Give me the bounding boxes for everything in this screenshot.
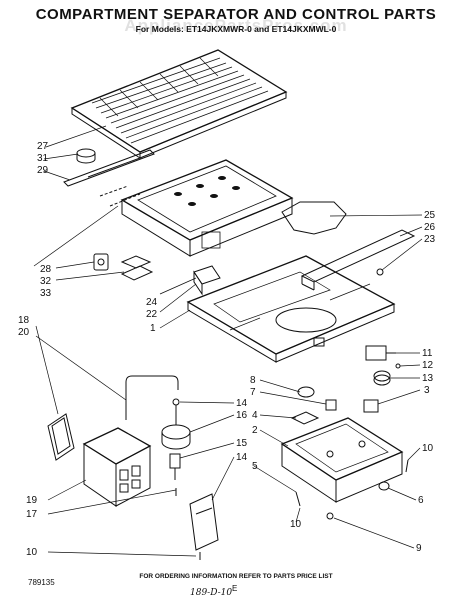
callout-10-bottom: 10 [290,519,302,530]
control-block-part [193,265,221,296]
foam-strip-part [300,229,416,291]
watermark: AppliancePartsPros.com [124,16,348,35]
callout-3: 3 [424,385,430,396]
callout-8: 8 [250,375,256,386]
ordering-info-note: FOR ORDERING INFORMATION REFER TO PARTS … [139,573,333,580]
callout-22: 22 [146,309,158,320]
gasket-part [47,413,75,461]
catalog-number: 789135 [28,578,55,587]
callout-15: 15 [236,438,248,449]
shelf-cover-part [70,49,288,159]
callout-1: 1 [150,323,156,334]
callout-10-left: 10 [26,547,38,558]
switch-part [363,399,379,413]
callout-6: 6 [418,495,424,506]
knob-part [76,148,96,164]
callout-5: 5 [252,461,258,472]
callout-20: 20 [18,327,30,338]
control-panel-housing-part [280,417,404,503]
callout-11: 11 [422,348,433,359]
callout-13: 13 [422,373,434,384]
diagram-subtitle: For Models: ET14JKXMWR-0 and ET14JKXMWL-… [135,24,337,34]
callout-18: 18 [18,315,30,326]
screw-part [376,268,384,276]
callout-9: 9 [416,543,422,554]
lamp-socket-part [290,386,337,425]
separator-plate-part [186,255,396,363]
callout-12: 12 [422,360,434,371]
callout-25: 25 [424,210,436,221]
leader-lines [33,125,423,557]
baffle-part [281,201,347,235]
callout-29: 29 [37,165,49,176]
page-letter: E [232,584,238,593]
callout-19: 19 [26,495,38,506]
callout-27: 27 [37,141,49,152]
callout-28: 28 [40,264,52,275]
separator-tray-part [99,159,294,257]
diagram-title: COMPARTMENT SEPARATOR AND CONTROL PARTS [35,6,437,23]
callout-14-lower: 14 [236,452,248,463]
callout-2: 2 [252,425,258,436]
callout-32: 32 [40,276,52,287]
callout-24: 24 [146,297,158,308]
clip-parts [93,253,154,281]
screws [175,459,409,560]
slide-rail-part [63,149,155,187]
callout-17: 17 [26,509,38,520]
mounting-bracket-part [189,493,219,551]
callout-10-right: 10 [422,443,434,454]
handwritten-code: 189-D-10 [190,588,233,598]
callout-4: 4 [252,410,258,421]
callout-23: 23 [424,234,436,245]
callout-26: 26 [424,222,436,233]
callout-33: 33 [40,288,52,299]
callout-31: 31 [37,153,49,164]
thermostat-bracket-part [365,345,401,386]
thermostat-knob-part [161,398,191,450]
damper-shaft-part [169,453,181,480]
callout-16: 16 [236,410,248,421]
callout-7: 7 [250,387,256,398]
plug-part [378,481,390,491]
capillary-tube-part [125,375,179,420]
control-housing-part [82,427,152,507]
callout-14-upper: 14 [236,398,248,409]
